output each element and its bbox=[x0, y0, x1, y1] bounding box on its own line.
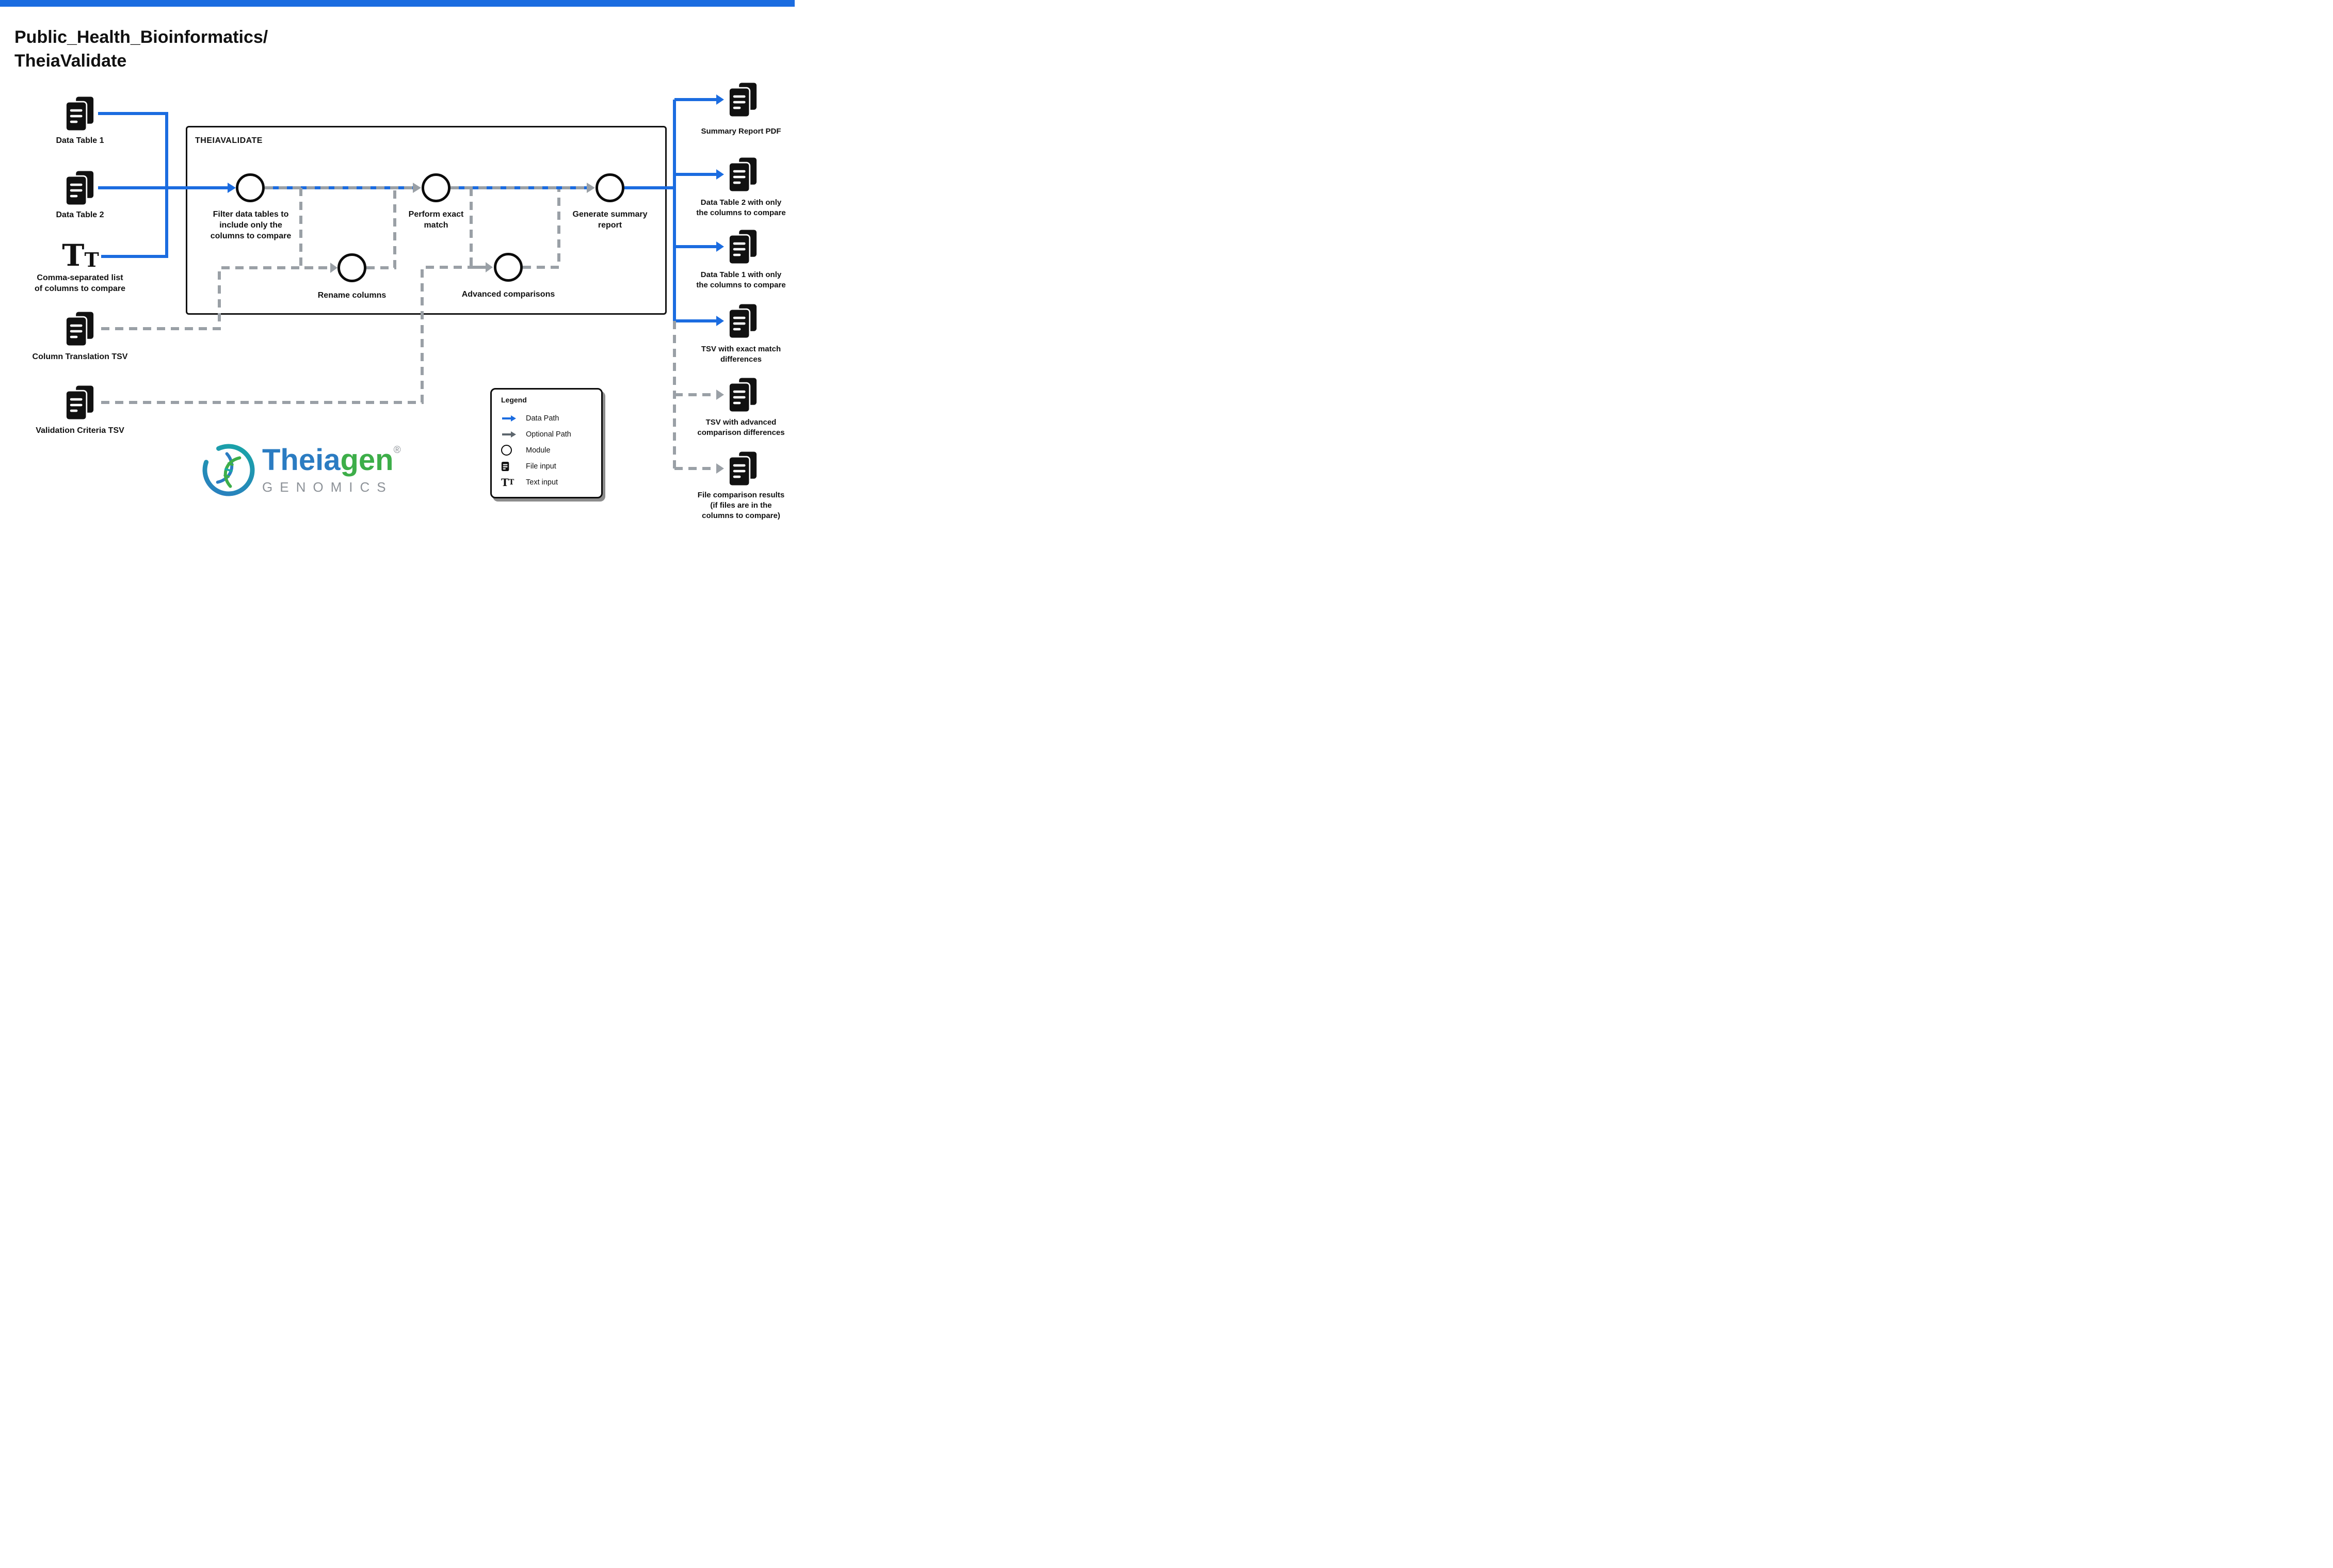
workflow-box-label: THEIAVALIDATE bbox=[195, 136, 263, 145]
text-input-glyph-large: T bbox=[501, 476, 509, 489]
legend-title: Legend bbox=[501, 396, 527, 404]
dna-logo-icon bbox=[202, 444, 255, 496]
module-circle-icon bbox=[501, 445, 519, 456]
input-label-data-table-1: Data Table 1 bbox=[56, 136, 104, 145]
legend-item-optional-path: Optional Path bbox=[501, 426, 601, 442]
arrow-into-summary bbox=[587, 183, 595, 193]
data-path-arrow-icon bbox=[501, 415, 519, 422]
optional-path-rename-out bbox=[366, 189, 396, 269]
optional-path-validation-criteria bbox=[101, 266, 486, 404]
diagram-canvas: Public_Health_Bioinformatics/ TheiaValid… bbox=[0, 0, 795, 534]
file-icon bbox=[63, 94, 97, 136]
module-exact-match bbox=[422, 173, 450, 202]
arrow-out-file-comparison bbox=[716, 463, 724, 474]
legend-item-module: Module bbox=[501, 442, 601, 458]
connections-layer bbox=[98, 94, 724, 474]
legend-item-data-path: Data Path bbox=[501, 410, 601, 426]
module-advanced-comparisons bbox=[494, 253, 523, 282]
module-label-advanced: Advanced comparisons bbox=[461, 290, 555, 299]
brand-name-secondary: gen bbox=[340, 443, 394, 477]
data-path-columns-list bbox=[101, 188, 168, 258]
arrow-out-pdf bbox=[716, 94, 724, 105]
arrow-into-rename bbox=[330, 263, 337, 273]
legend-label: File input bbox=[526, 462, 556, 471]
file-icon bbox=[726, 301, 760, 343]
module-generate-summary bbox=[596, 173, 624, 202]
brand-name-primary: Theia bbox=[262, 443, 341, 477]
file-icon bbox=[726, 375, 760, 417]
legend-box: Legend Data Path Optional Path Module Fi… bbox=[490, 388, 603, 498]
module-filter bbox=[236, 173, 265, 202]
file-icon bbox=[63, 383, 97, 425]
module-label-filter: Filter data tables to include only the c… bbox=[210, 210, 292, 241]
optional-path-column-translation bbox=[101, 266, 330, 330]
registered-mark: ® bbox=[393, 444, 401, 456]
output-label-tsv-exact: TSV with exact match differences bbox=[701, 345, 781, 364]
arrow-out-tsv-advanced bbox=[716, 390, 724, 400]
file-icon bbox=[726, 155, 760, 197]
input-label-column-translation-tsv: Column Translation TSV bbox=[32, 352, 128, 361]
optional-path-arrow-icon bbox=[501, 431, 519, 438]
output-label-tsv-advanced: TSV with advanced comparison differences bbox=[697, 418, 785, 437]
output-label-dt2-filtered: Data Table 2 with only the columns to co… bbox=[696, 198, 786, 217]
text-input-glyph-small: T bbox=[84, 248, 99, 271]
data-path-table1 bbox=[98, 112, 168, 188]
input-label-data-table-2: Data Table 2 bbox=[56, 211, 104, 219]
file-icon bbox=[63, 168, 97, 210]
legend-label: Optional Path bbox=[526, 430, 571, 439]
text-input-glyph-small: T bbox=[508, 478, 514, 487]
output-label-dt1-filtered: Data Table 1 with only the columns to co… bbox=[696, 270, 786, 289]
module-label-exact-match: Perform exact match bbox=[408, 210, 464, 230]
arrow-into-filter bbox=[228, 183, 236, 193]
module-label-rename: Rename columns bbox=[317, 291, 387, 300]
theiagen-logo: Theiagen® GENOMICS bbox=[200, 442, 401, 498]
output-label-summary-pdf: Summary Report PDF bbox=[701, 127, 781, 136]
workflow-box bbox=[186, 126, 667, 315]
file-icon bbox=[726, 80, 760, 122]
input-label-columns-list: Comma-separated list of columns to compa… bbox=[34, 273, 126, 294]
brand-subtitle: GENOMICS bbox=[262, 479, 393, 495]
legend-item-file-input: File input bbox=[501, 458, 601, 474]
input-label-validation-criteria-tsv: Validation Criteria TSV bbox=[36, 426, 124, 435]
top-accent-bar bbox=[0, 0, 795, 7]
legend-label: Text input bbox=[526, 478, 558, 487]
file-icon bbox=[726, 227, 760, 269]
page-title: Public_Health_Bioinformatics/ TheiaValid… bbox=[14, 27, 268, 71]
file-icon bbox=[726, 449, 760, 491]
arrowheads bbox=[228, 94, 724, 474]
optional-path-to-rename bbox=[299, 188, 330, 269]
optional-paths bbox=[101, 186, 716, 470]
arrow-into-advanced bbox=[486, 262, 493, 272]
arrow-out-dt1 bbox=[716, 241, 724, 252]
legend-label: Module bbox=[526, 446, 551, 455]
text-input-glyph-large: T bbox=[62, 237, 85, 273]
legend-label: Data Path bbox=[526, 414, 559, 423]
file-input-icon bbox=[501, 461, 519, 472]
arrow-out-dt2 bbox=[716, 169, 724, 180]
arrow-into-exact-match bbox=[413, 183, 421, 193]
brand-name: Theiagen® bbox=[262, 445, 401, 475]
optional-path-to-advanced bbox=[470, 188, 486, 269]
file-icon bbox=[63, 309, 97, 351]
module-label-summary: Generate summary report bbox=[572, 210, 648, 230]
brand-text-block: Theiagen® GENOMICS bbox=[262, 445, 401, 495]
optional-path-advanced-out bbox=[523, 189, 560, 269]
output-label-file-comparison: File comparison results (if files are in… bbox=[697, 491, 785, 520]
arrow-out-tsv-exact bbox=[716, 316, 724, 326]
module-rename-columns bbox=[337, 253, 366, 282]
